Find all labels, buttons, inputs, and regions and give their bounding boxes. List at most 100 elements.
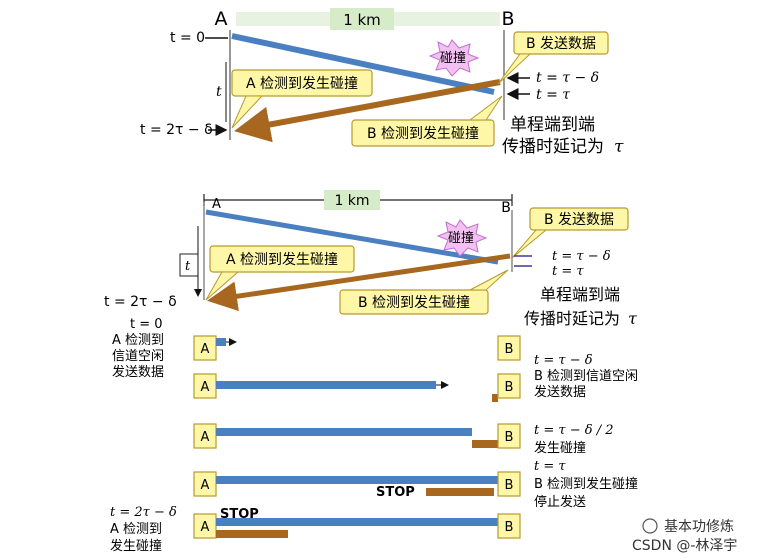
station-a-label: A [215,8,228,30]
b-sends-text: B 发送数据 [526,36,596,52]
step-3-station-a-label: A [201,430,210,445]
b-sends-pointer [511,229,548,259]
step-5: t = 2τ − δ A 检测到 发生碰撞 A STOP B [110,505,521,554]
step-1-left-line-1: t = 0 [130,317,163,332]
watermark-line-1: 基本功修炼 [664,518,734,535]
station-b-label: B [501,200,511,216]
step-4-stop-label: STOP [376,485,415,500]
step-3-station-b [497,423,521,449]
step-5-left-line-1: t = 2τ − δ [110,505,177,520]
step-4-b-frame [426,488,494,496]
b-signal-line [207,253,511,312]
b-detects-text: B 检测到发生碰撞 [367,126,479,142]
b-sends-callout [513,31,609,55]
a-detects-callout [231,69,373,97]
a-signal-line [205,209,499,265]
a-detects-pointer [231,95,264,129]
watermark-line-2: CSDN @-林泽宇 [632,538,737,554]
step-2: A B t = τ − δ B 检测到信道空闲 发送数据 [193,353,638,402]
t0-label: t = 0 [170,30,205,46]
step-2-b-frame [492,394,498,402]
station-b-label: B [501,8,514,30]
top-diagram: 1 km A B t = 0 t t = 2τ − δ 碰撞 B 发送数据 A … [140,8,624,157]
step-4-right-line-2: B 检测到发生碰撞 [534,476,638,492]
prop-delay-line1: 单程端到端 [540,285,620,304]
b-detects-text: B 检测到发生碰撞 [358,295,470,311]
step-4-right-line-3: 停止发送 [534,494,586,510]
step-3-b-frame [472,440,498,448]
step-2-a-frame [216,381,436,389]
step-3-right-line-2: 发生碰撞 [534,440,586,456]
prop-delay-line2: 传播时延记为 [524,309,620,328]
t-end-label: t = 2τ − δ [140,122,213,138]
step-3-right-line-1: t = τ − δ / 2 [534,423,613,438]
b-sends-callout [529,207,629,231]
step-4-a-frame [216,476,498,484]
step-5-station-b [497,513,521,539]
step-1-left-line-4: 发送数据 [112,364,164,380]
step-3-station-b-label: B [505,430,514,445]
step-3: A B t = τ − δ / 2 发生碰撞 [193,423,613,456]
step-4-right-line-1: t = τ [534,459,566,474]
t-axis-label: t [185,259,191,274]
step-5-station-a-label: A [201,520,210,535]
prop-delay-line1: 单程端到端 [510,115,595,135]
prop-delay-tau: τ [614,137,624,157]
bottom-diagram: 1 km A B t t = 2τ − δ 碰撞 B 发送数据 A 检测到发生碰… [104,190,638,328]
step-2-right-line-1: t = τ − δ [534,353,593,368]
collision-label: 碰撞 [448,231,474,246]
step-1-station-b [497,335,521,361]
a-detects-text: A 检测到发生碰撞 [246,76,358,92]
step-4-station-b-label: B [505,478,514,493]
step-5-b-frame [216,530,288,538]
watermark: 基本功修炼 CSDN @-林泽宇 [632,518,737,554]
step-2-right-line-2: B 检测到信道空闲 [534,369,638,384]
step-2-right-line-3: 发送数据 [534,384,586,400]
step-3-a-frame [216,428,472,436]
step-2-station-a-label: A [201,380,210,395]
prop-delay-tau: τ [628,309,638,328]
step-4: A STOP B t = τ B 检测到发生碰撞 停止发送 [193,459,638,510]
t-tau-label: t = τ [536,87,570,103]
b-detects-pointer [469,269,509,291]
step-5-station-b-label: B [505,520,514,535]
b-sends-text: B 发送数据 [544,212,614,228]
wechat-icon [642,518,658,534]
t-tau-minus-delta-label: t = τ − δ [536,70,599,86]
step-5-a-frame [216,518,498,526]
t-end-label: t = 2τ − δ [104,294,177,310]
step-2-station-b-label: B [505,380,514,395]
distance-label: 1 km [334,193,369,209]
b-signal-line [234,79,501,143]
step-1-left-line-3: 信道空闲 [112,349,164,364]
collision-label: 碰撞 [440,51,466,66]
step-4-station-a-label: A [201,478,210,493]
step-1: t = 0 A 检测到 信道空闲 发送数据 A B [112,317,521,380]
a-signal-line [231,33,495,95]
b-detects-pointer [468,95,503,121]
step-sequence: t = 0 A 检测到 信道空闲 发送数据 A B A B t = τ − δ … [110,317,638,554]
a-detects-pointer [205,271,240,301]
a-detects-text: A 检测到发生碰撞 [226,252,338,268]
collision-burst [436,219,488,257]
distance-box [330,8,394,30]
b-sends-pointer [497,53,532,85]
collision-burst [428,39,480,77]
step-1-station-b-label: B [505,342,514,357]
a-detects-callout [209,245,355,273]
t-axis-label: t [216,84,222,100]
step-2-station-b [497,373,521,399]
station-a-label: A [212,197,221,212]
prop-delay-line2: 传播时延记为 [502,137,604,157]
b-detects-callout [339,289,489,315]
distance-label: 1 km [343,11,381,29]
step-5-left-line-2: A 检测到 [110,522,162,537]
t-tau-label: t = τ [552,264,584,279]
t-tau-minus-delta-label: t = τ − δ [552,249,611,264]
step-5-left-line-3: 发生碰撞 [110,538,162,554]
b-detects-callout [351,119,495,147]
step-1-station-a-label: A [201,342,210,357]
step-1-left-line-2: A 检测到 [112,333,164,348]
step-1-station-a [193,335,217,361]
